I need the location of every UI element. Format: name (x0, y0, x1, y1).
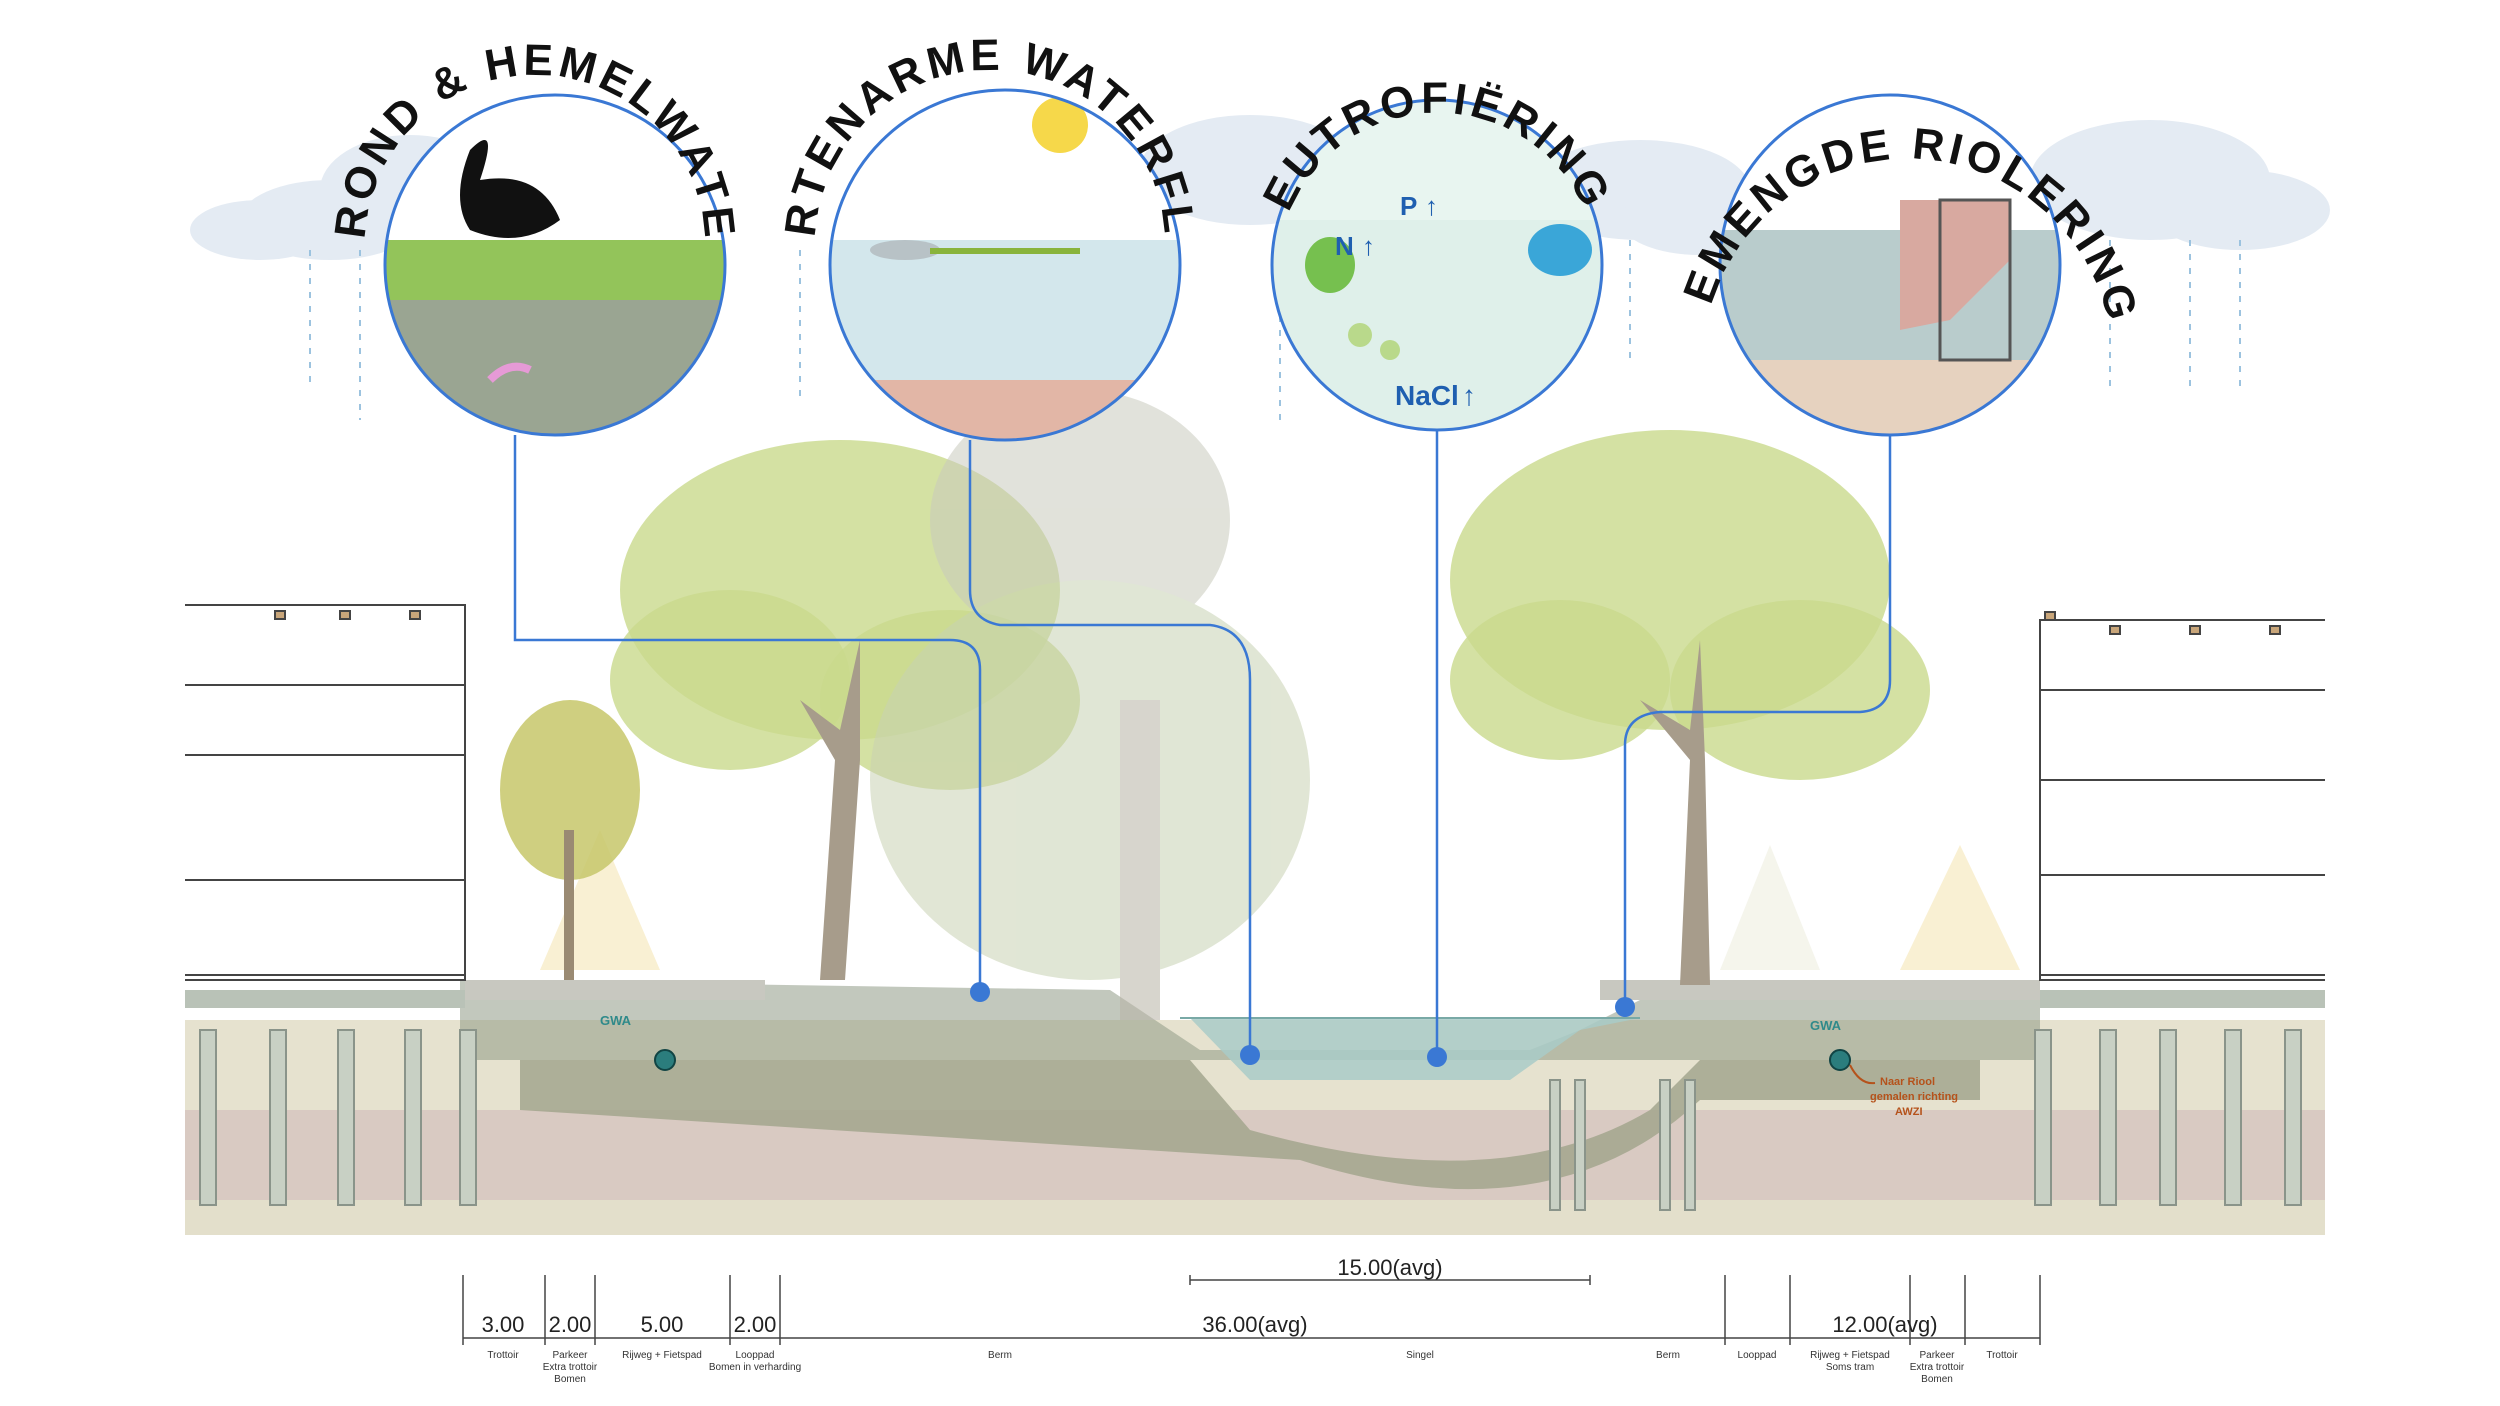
callout-dots (970, 982, 1635, 1067)
bubble-2-outline (828, 88, 1182, 442)
sewer-arrow (1849, 1064, 1876, 1085)
dimension-values: 3.00 2.00 5.00 2.00 15.00(avg) 36.00(avg… (482, 1255, 1938, 1337)
fish-shape (870, 240, 940, 260)
bacteria-green (1305, 237, 1355, 293)
zone-rijweg-right-1: Rijweg + Fietspad (1810, 1350, 1890, 1361)
chem-nacl: NaCl (1395, 380, 1459, 411)
sewer-note-line1: Naar Riool (1880, 1076, 1935, 1088)
bubble-1-outline (383, 93, 727, 437)
zone-trottoir-left: Trottoir (487, 1350, 519, 1361)
dim-rijweg: 5.00 (641, 1312, 684, 1337)
zone-berm-left: Berm (988, 1350, 1012, 1361)
zone-parkeer-right-2: Extra trottoir (1910, 1362, 1965, 1373)
zone-parkeer-left-2: Extra trottoir (543, 1362, 598, 1373)
dimension-lines (462, 1275, 2041, 1345)
zone-looppad-right: Looppad (1738, 1350, 1777, 1361)
zone-parkeer-left-3: Bomen (554, 1374, 586, 1385)
zone-parkeer-left-1: Parkeer (552, 1350, 588, 1361)
sewer-pipe-right (1829, 1049, 1851, 1071)
dim-looppad: 2.00 (734, 1312, 777, 1337)
sewer-note-line2: gemalen richting (1870, 1091, 1958, 1103)
worm-shape (487, 362, 532, 383)
zone-parkeer-right-3: Bomen (1921, 1374, 1953, 1385)
zone-parkeer-right-1: Parkeer (1919, 1350, 1955, 1361)
bacteria-blue (1528, 224, 1592, 276)
building-left (185, 604, 466, 981)
sewer-pipe-left (654, 1049, 676, 1071)
peat-layer (520, 1060, 1980, 1190)
goose-silhouette (460, 140, 560, 238)
gwa-label-right: GWA (1810, 1018, 1842, 1033)
arrow-up-nacl: ↑ (1462, 380, 1476, 411)
dim-trottoir: 3.00 (482, 1312, 525, 1337)
zone-rijweg-left: Rijweg + Fietspad (622, 1350, 702, 1361)
rain-lines (309, 240, 2241, 420)
tree-right (1450, 430, 1930, 985)
sewer-note-line3: AWZI (1895, 1106, 1923, 1118)
dim-total-center: 36.00(avg) (1202, 1312, 1307, 1337)
arrow-up-n: ↑ (1362, 231, 1375, 261)
zone-rijweg-right-2: Soms tram (1826, 1362, 1874, 1373)
bubble-eutrofiering: P ↑ N ↑ NaCl ↑ EUTROFIËRING (1254, 74, 1617, 432)
gwa-label-left: GWA (600, 1013, 632, 1028)
canal-water (1190, 1018, 1640, 1080)
chem-p: P (1400, 191, 1417, 221)
tree-small-left (500, 700, 640, 980)
dim-parkeer: 2.00 (549, 1312, 592, 1337)
bubble-4-outline (1718, 93, 2062, 437)
sun-shape (1032, 97, 1088, 153)
zone-labels: Trottoir Parkeer Extra trottoir Bomen Ri… (487, 1350, 2018, 1385)
sewer-pipes: GWA GWA Naar Riool gemalen richting AWZI (600, 1013, 1958, 1118)
sand-layer (185, 1200, 2325, 1235)
dim-right: 12.00(avg) (1832, 1312, 1937, 1337)
tree-willow (870, 390, 1310, 1020)
dim-singel-width: 15.00(avg) (1337, 1255, 1442, 1280)
building-right (2039, 611, 2325, 981)
zone-berm-right: Berm (1656, 1350, 1680, 1361)
zone-looppad-left-2: Bomen in verharding (709, 1362, 801, 1373)
callout-lines (513, 430, 1892, 1055)
foundation-piles (199, 1029, 2302, 1211)
trees (500, 390, 1930, 1020)
zone-looppad-left-1: Looppad (736, 1350, 775, 1361)
ground-section (185, 980, 2325, 1235)
chem-n: N (1335, 231, 1354, 261)
zone-singel: Singel (1406, 1350, 1434, 1361)
zone-trottoir-right: Trottoir (1986, 1350, 2018, 1361)
bubble-3-outline (1270, 98, 1604, 432)
arrow-up-p: ↑ (1425, 191, 1438, 221)
